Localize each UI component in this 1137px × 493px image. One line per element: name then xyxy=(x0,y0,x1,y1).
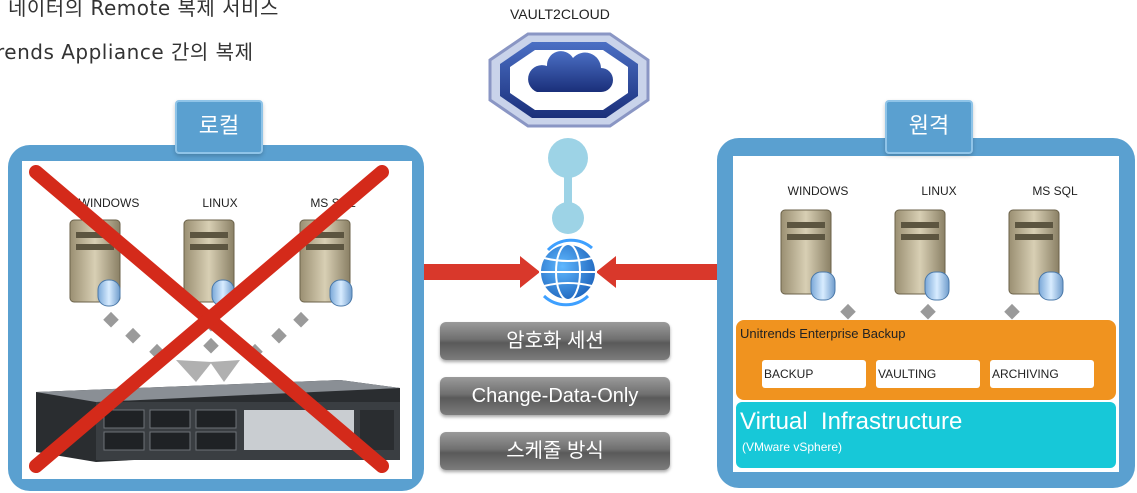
remote-server-windows-icon xyxy=(780,209,836,301)
ueb-title: Unitrends Enterprise Backup xyxy=(740,326,906,341)
vi-subtitle: (VMware vSphere) xyxy=(742,440,843,454)
vi-title: Virtual Infrastructure xyxy=(740,408,963,435)
local-server-mssql-icon xyxy=(299,219,353,307)
local-server-label-windows: WINDOWS xyxy=(78,196,140,210)
local-title: 로컬 xyxy=(175,100,263,154)
remote-server-label-mssql: MS SQL xyxy=(1032,184,1078,198)
heading-line-1: 네이터의 Remote 복제 서비스 xyxy=(8,0,279,20)
remote-server-label-linux: LINUX xyxy=(921,184,957,198)
remote-server-mssql-icon xyxy=(1008,209,1064,301)
remote-title: 원격 xyxy=(885,100,973,154)
feature-change-data-only: Change-Data-Only xyxy=(440,377,670,415)
chip-archiving: ARCHIVING xyxy=(990,360,1094,388)
feature-scheduled: 스케줄 방식 xyxy=(440,432,670,470)
heading-line-2: rends Appliance 간의 복제 xyxy=(0,40,254,64)
globe-icon xyxy=(539,238,597,307)
local-server-label-linux: LINUX xyxy=(202,196,238,210)
arrow-from-local xyxy=(412,256,540,288)
cloud-label: VAULT2CLOUD xyxy=(510,6,610,22)
remote-server-label-windows: WINDOWS xyxy=(787,184,849,198)
ueb-box: Unitrends Enterprise Backup BACKUP VAULT… xyxy=(736,320,1116,400)
chip-vaulting: VAULTING xyxy=(876,360,980,388)
arrow-from-remote xyxy=(596,256,722,288)
remote-graphics xyxy=(780,209,1064,320)
remote-server-linux-icon xyxy=(894,209,950,301)
cross-icon xyxy=(29,165,389,473)
cloud-link xyxy=(548,138,588,234)
virtual-infrastructure-box: Virtual Infrastructure (VMware vSphere) xyxy=(736,402,1116,468)
chip-backup: BACKUP xyxy=(762,360,866,388)
remote-connectors xyxy=(840,303,1020,320)
local-graphics xyxy=(29,165,400,473)
local-server-linux-icon xyxy=(183,219,235,307)
cloud-badge xyxy=(488,32,650,128)
feature-encrypted-session: 암호화 세션 xyxy=(440,322,670,360)
local-connectors xyxy=(103,311,309,382)
